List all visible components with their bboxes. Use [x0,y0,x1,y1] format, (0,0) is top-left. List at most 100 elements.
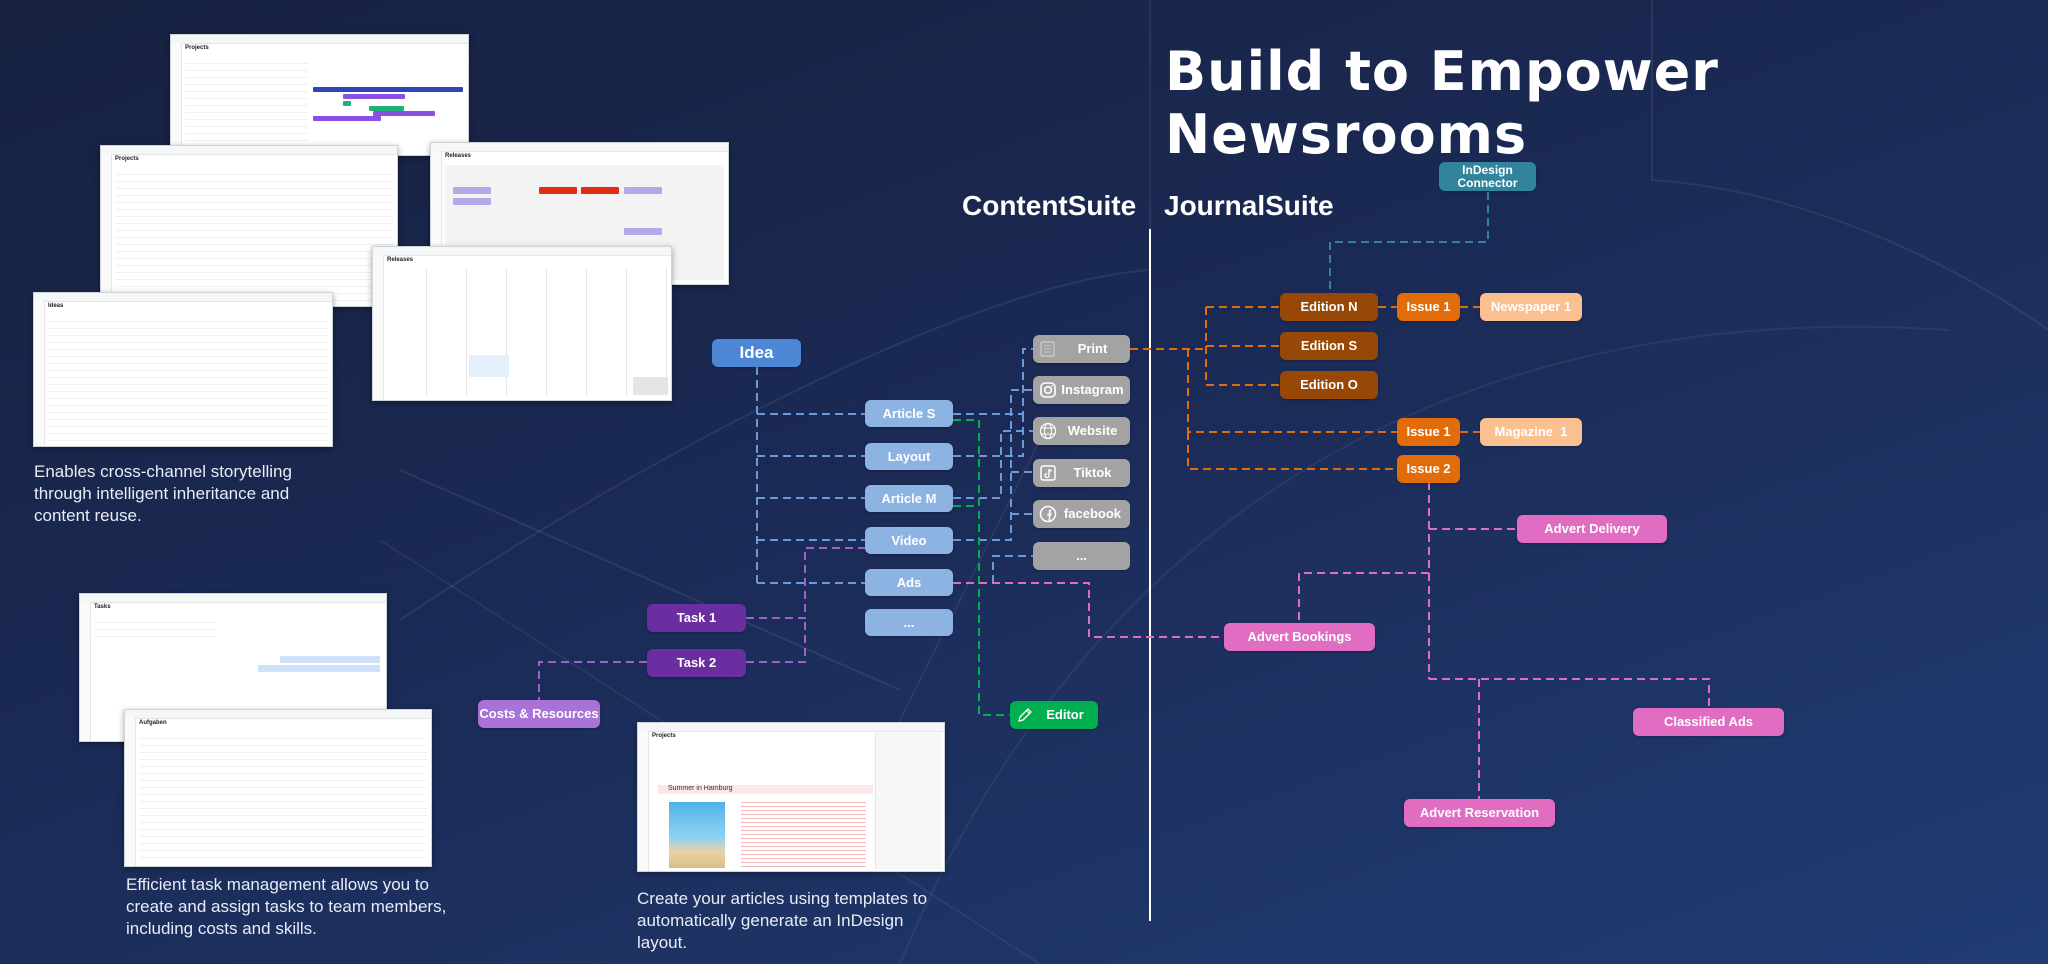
properties-panel [875,733,942,869]
node-ads[interactable]: Ads [865,569,953,596]
node-classified-ads[interactable]: Classified Ads [1633,708,1784,736]
node-website[interactable]: Website [1033,417,1130,445]
screenshot-article-editor: Projects Summer in Hamburg [637,722,945,872]
node-facebook[interactable]: facebook [1033,500,1130,528]
node-tiktok-label: Tiktok [1073,465,1112,480]
page-title: Build to Empower Newsrooms [1165,40,1719,166]
article-body-text [741,802,866,868]
wire-issue2-classified [1429,678,1710,708]
page-slot [539,187,577,194]
gantt-bar [258,665,380,672]
node-issue-2[interactable]: Issue 2 [1397,455,1460,483]
node-advert-delivery[interactable]: Advert Delivery [1517,515,1667,543]
node-tiktok[interactable]: Tiktok [1033,459,1130,487]
calendar-cell [469,355,509,377]
wire-print-issue2 [1187,432,1397,470]
node-editor[interactable]: Editor [1010,701,1098,729]
caption-articles: Create your articles using templates to … [637,889,928,952]
indesign-connectors [1329,192,1489,292]
node-print-label: Print [1077,341,1108,356]
node-advert-bookings[interactable]: Advert Bookings [1224,623,1375,651]
screenshot-releases-calendar: Releases [372,246,672,401]
screenshot-title: Projects [115,156,139,162]
node-issue-1-magazine[interactable]: Issue 1 [1397,418,1460,446]
beach-photo [669,802,725,868]
node-magazine-1[interactable]: Magazine 1 [1480,418,1582,446]
gantt-bar [343,94,405,99]
screenshot-title: Releases [445,153,472,159]
node-edition-s[interactable]: Edition S [1280,332,1378,360]
gantt-bar [313,116,381,121]
node-idea[interactable]: Idea [712,339,801,367]
screenshot-aufgaben-table: Aufgaben [124,709,432,867]
page-slot [453,198,491,205]
gantt-bar [343,101,351,106]
wire-layout-print [953,414,1024,457]
caption-tasks: Efficient task management allows you to … [126,875,447,938]
node-article-s[interactable]: Article S [865,400,953,427]
screenshot-title: Projects [652,733,676,739]
wire-task1-video [746,547,865,619]
calendar-cell [633,377,668,395]
print-icon [1040,341,1055,357]
screenshot-title: Aufgaben [139,720,167,726]
suite-divider [1149,229,1151,921]
node-edition-o[interactable]: Edition O [1280,371,1378,399]
wire-indesign-edition-n [1329,192,1489,292]
gantt-bar [373,111,435,116]
node-instagram[interactable]: Instagram [1033,376,1130,404]
instagram-icon [1040,382,1056,398]
wire-article-s-editor [953,419,1010,716]
node-article-m[interactable]: Article M [865,485,953,512]
node-more-channels[interactable]: ... [1033,542,1130,570]
wire-article-s-print [953,348,1033,415]
article-headline: Summer in Hamburg [658,785,873,794]
screenshot-title: Ideas [48,303,64,309]
pencil-icon [1018,708,1032,722]
caption-storytelling: Enables cross-channel storytelling throu… [34,462,292,525]
node-editor-label: Editor [1046,707,1084,722]
node-indesign-connector[interactable]: InDesign Connector [1439,162,1536,191]
node-more-content[interactable]: ... [865,609,953,636]
screenshot-title: Projects [185,45,209,51]
gantt-bar [369,106,404,111]
journal-suite-heading: JournalSuite [1164,190,1334,221]
wire-video-instagram [953,389,1033,541]
page-slot [581,187,619,194]
page-slot [453,187,491,194]
wire-task2-costs [538,661,647,700]
wire-task2-video [746,618,806,663]
screenshot-title: Releases [387,257,414,263]
screenshot-ideas-table: Ideas [33,292,333,447]
wire-article-m-website [953,430,1033,499]
screenshot-title: Tasks [94,604,111,610]
wire-more-channels [992,555,1033,583]
page-slot [624,228,662,235]
gantt-bar [280,656,380,663]
node-layout[interactable]: Layout [865,443,953,470]
wire-hub-edition-o [1205,307,1280,386]
node-video[interactable]: Video [865,527,953,554]
node-print[interactable]: Print [1033,335,1130,363]
tiktok-icon [1040,465,1056,481]
globe-icon [1039,422,1057,440]
node-issue-1-newspaper[interactable]: Issue 1 [1397,293,1460,321]
gantt-bar [313,87,463,92]
screenshot-projects-table: Projects [100,145,398,307]
wire-issue2-bookings [1298,572,1429,624]
node-facebook-label: facebook [1063,506,1122,521]
node-newspaper-1[interactable]: Newspaper 1 [1480,293,1582,321]
node-costs-resources[interactable]: Costs & Resources [478,700,600,728]
content-suite-heading: ContentSuite [962,190,1137,221]
node-task-1[interactable]: Task 1 [647,604,746,632]
node-advert-reservation[interactable]: Advert Reservation [1404,799,1555,827]
page-slot [624,187,662,194]
screenshot-projects-gantt: Projects [170,34,469,156]
facebook-icon [1039,505,1057,523]
node-website-label: Website [1067,423,1118,438]
editor-connectors [953,419,1010,716]
node-instagram-label: Instagram [1061,382,1124,397]
wire-ads-bookings [953,582,1224,638]
node-task-2[interactable]: Task 2 [647,649,746,677]
node-edition-n[interactable]: Edition N [1280,293,1378,321]
